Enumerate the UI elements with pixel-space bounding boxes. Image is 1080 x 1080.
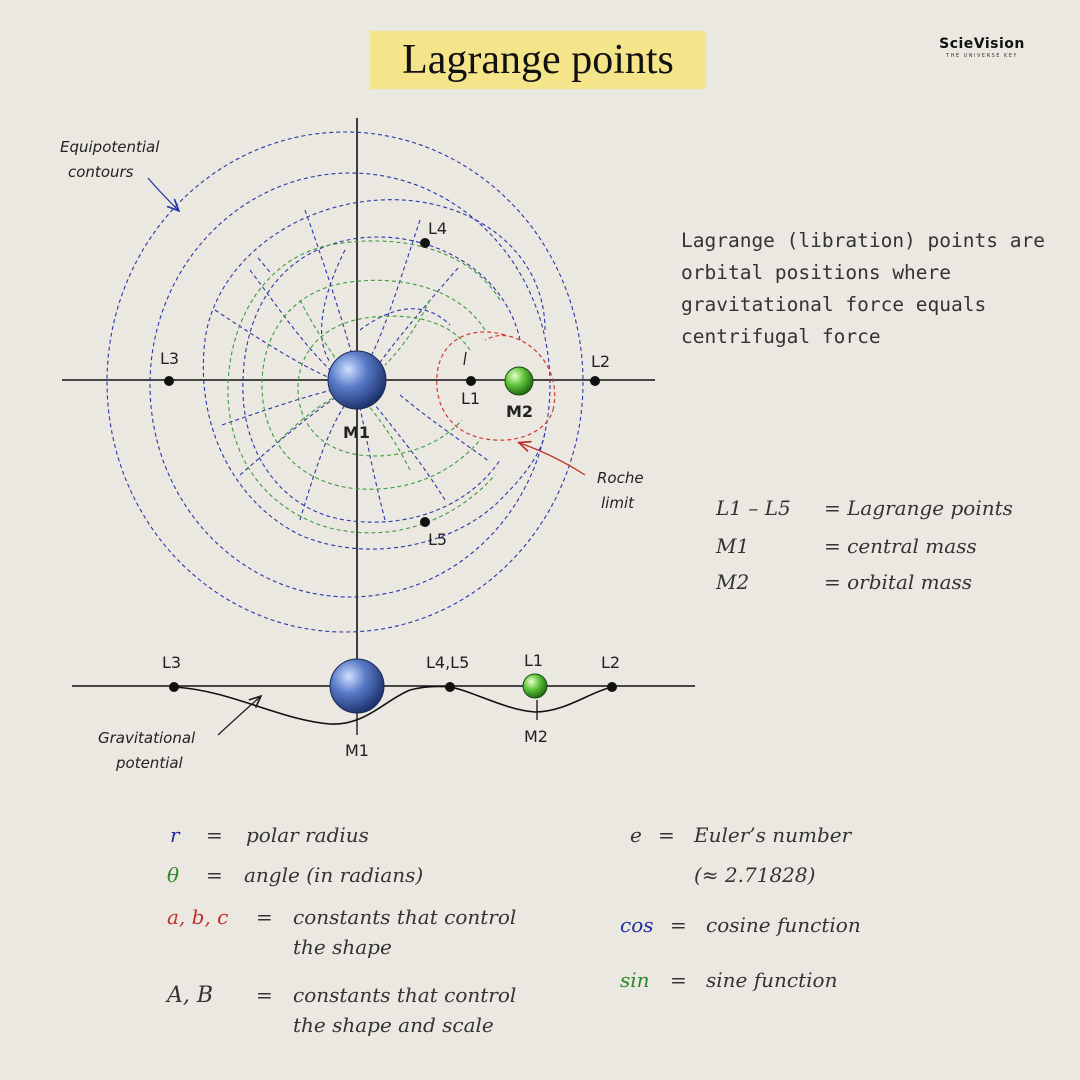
potential-label-line2: potential — [115, 754, 184, 772]
l2-point — [590, 376, 600, 386]
roche-limit-contour — [436, 331, 556, 441]
legend-symbol-m1: M1 — [716, 534, 750, 558]
equipotential-label-line1: Equipotential — [60, 138, 160, 156]
l2-label: L2 — [591, 352, 610, 371]
var-e-approx: (≈ 2.71828) — [694, 863, 816, 887]
l1-point — [466, 376, 476, 386]
m1-profile-body — [329, 658, 385, 714]
l2-profile-label: L2 — [601, 653, 620, 672]
var-ab-eq: = — [256, 983, 273, 1007]
var-abc-meaning-line2: the shape — [293, 935, 392, 959]
var-abc-eq: = — [256, 905, 273, 929]
l2-profile-point — [607, 682, 617, 692]
var-sin-eq: = — [670, 968, 687, 992]
m1-profile-label: M1 — [345, 741, 369, 760]
l5-label: L5 — [428, 530, 447, 549]
var-sin-symbol: sin — [620, 968, 650, 992]
equipotential-contours — [106, 131, 584, 633]
equipotential-arrow — [147, 177, 178, 210]
l4-point — [420, 238, 430, 248]
legend-meaning-m1: = central mass — [824, 534, 977, 558]
m2-profile-label: M2 — [524, 727, 548, 746]
m2-profile-body — [522, 673, 548, 699]
l45-profile-label: L4,L5 — [426, 653, 469, 672]
legend-symbol-m2: M2 — [716, 570, 750, 594]
brand-name: ScieVision — [939, 36, 1025, 52]
var-theta-eq: = — [206, 863, 223, 887]
description-text: Lagrange (libration) points are orbital … — [681, 229, 1045, 348]
roche-label-line1: Roche — [597, 469, 644, 487]
var-theta-symbol: θ — [167, 863, 180, 887]
var-ab-meaning-line1: constants that control — [293, 983, 517, 1007]
l1-profile-label: L1 — [524, 651, 543, 670]
m1-label: M1 — [343, 423, 370, 442]
l5-point — [420, 517, 430, 527]
page-title: Lagrange points — [402, 37, 674, 83]
m2-orbital-mass — [504, 366, 534, 396]
var-theta-meaning: angle (in radians) — [244, 863, 424, 887]
legend-symbol-lagrange: L1 – L5 — [716, 496, 791, 520]
brand-tagline: THE UNIVERSE KEY — [946, 53, 1018, 59]
var-abc-symbol: a, b, c — [167, 905, 229, 929]
var-cos-symbol: cos — [620, 913, 654, 937]
var-r-symbol: r — [170, 823, 180, 847]
var-r-eq: = — [206, 823, 223, 847]
l3-label: L3 — [160, 349, 179, 368]
potential-arrow — [217, 697, 260, 736]
l1-label: L1 — [461, 389, 480, 408]
l45-profile-point — [445, 682, 455, 692]
var-e-eq: = — [658, 823, 675, 847]
equipotential-label-line2: contours — [68, 163, 134, 181]
l3-point — [164, 376, 174, 386]
var-e-symbol: e — [630, 823, 642, 847]
legend-meaning-m2: = orbital mass — [824, 570, 973, 594]
m1-central-mass — [327, 350, 387, 410]
var-r-meaning: polar radius — [246, 823, 369, 847]
brand-logo: ScieVision THE UNIVERSE KEY — [920, 36, 1044, 59]
l4-label: L4 — [428, 219, 447, 238]
var-abc-meaning-line1: constants that control — [293, 905, 517, 929]
l3-profile-label: L3 — [162, 653, 181, 672]
legend-meaning-lagrange: = Lagrange points — [824, 496, 1013, 520]
title-banner: Lagrange points — [370, 31, 706, 89]
m2-label: M2 — [506, 402, 533, 421]
roche-label-line2: limit — [601, 494, 635, 512]
potential-curve — [173, 685, 613, 725]
potential-label-line1: Gravitational — [98, 729, 196, 747]
var-cos-meaning: cosine function — [706, 913, 861, 937]
var-ab-meaning-line2: the shape and scale — [293, 1013, 494, 1037]
roche-arrow — [520, 443, 586, 476]
l1-tick — [463, 351, 467, 366]
var-cos-eq: = — [670, 913, 687, 937]
var-ab-symbol: A, B — [167, 983, 214, 1008]
var-sin-meaning: sine function — [706, 968, 838, 992]
var-e-meaning: Euler’s number — [694, 823, 852, 847]
l3-profile-point — [169, 682, 179, 692]
